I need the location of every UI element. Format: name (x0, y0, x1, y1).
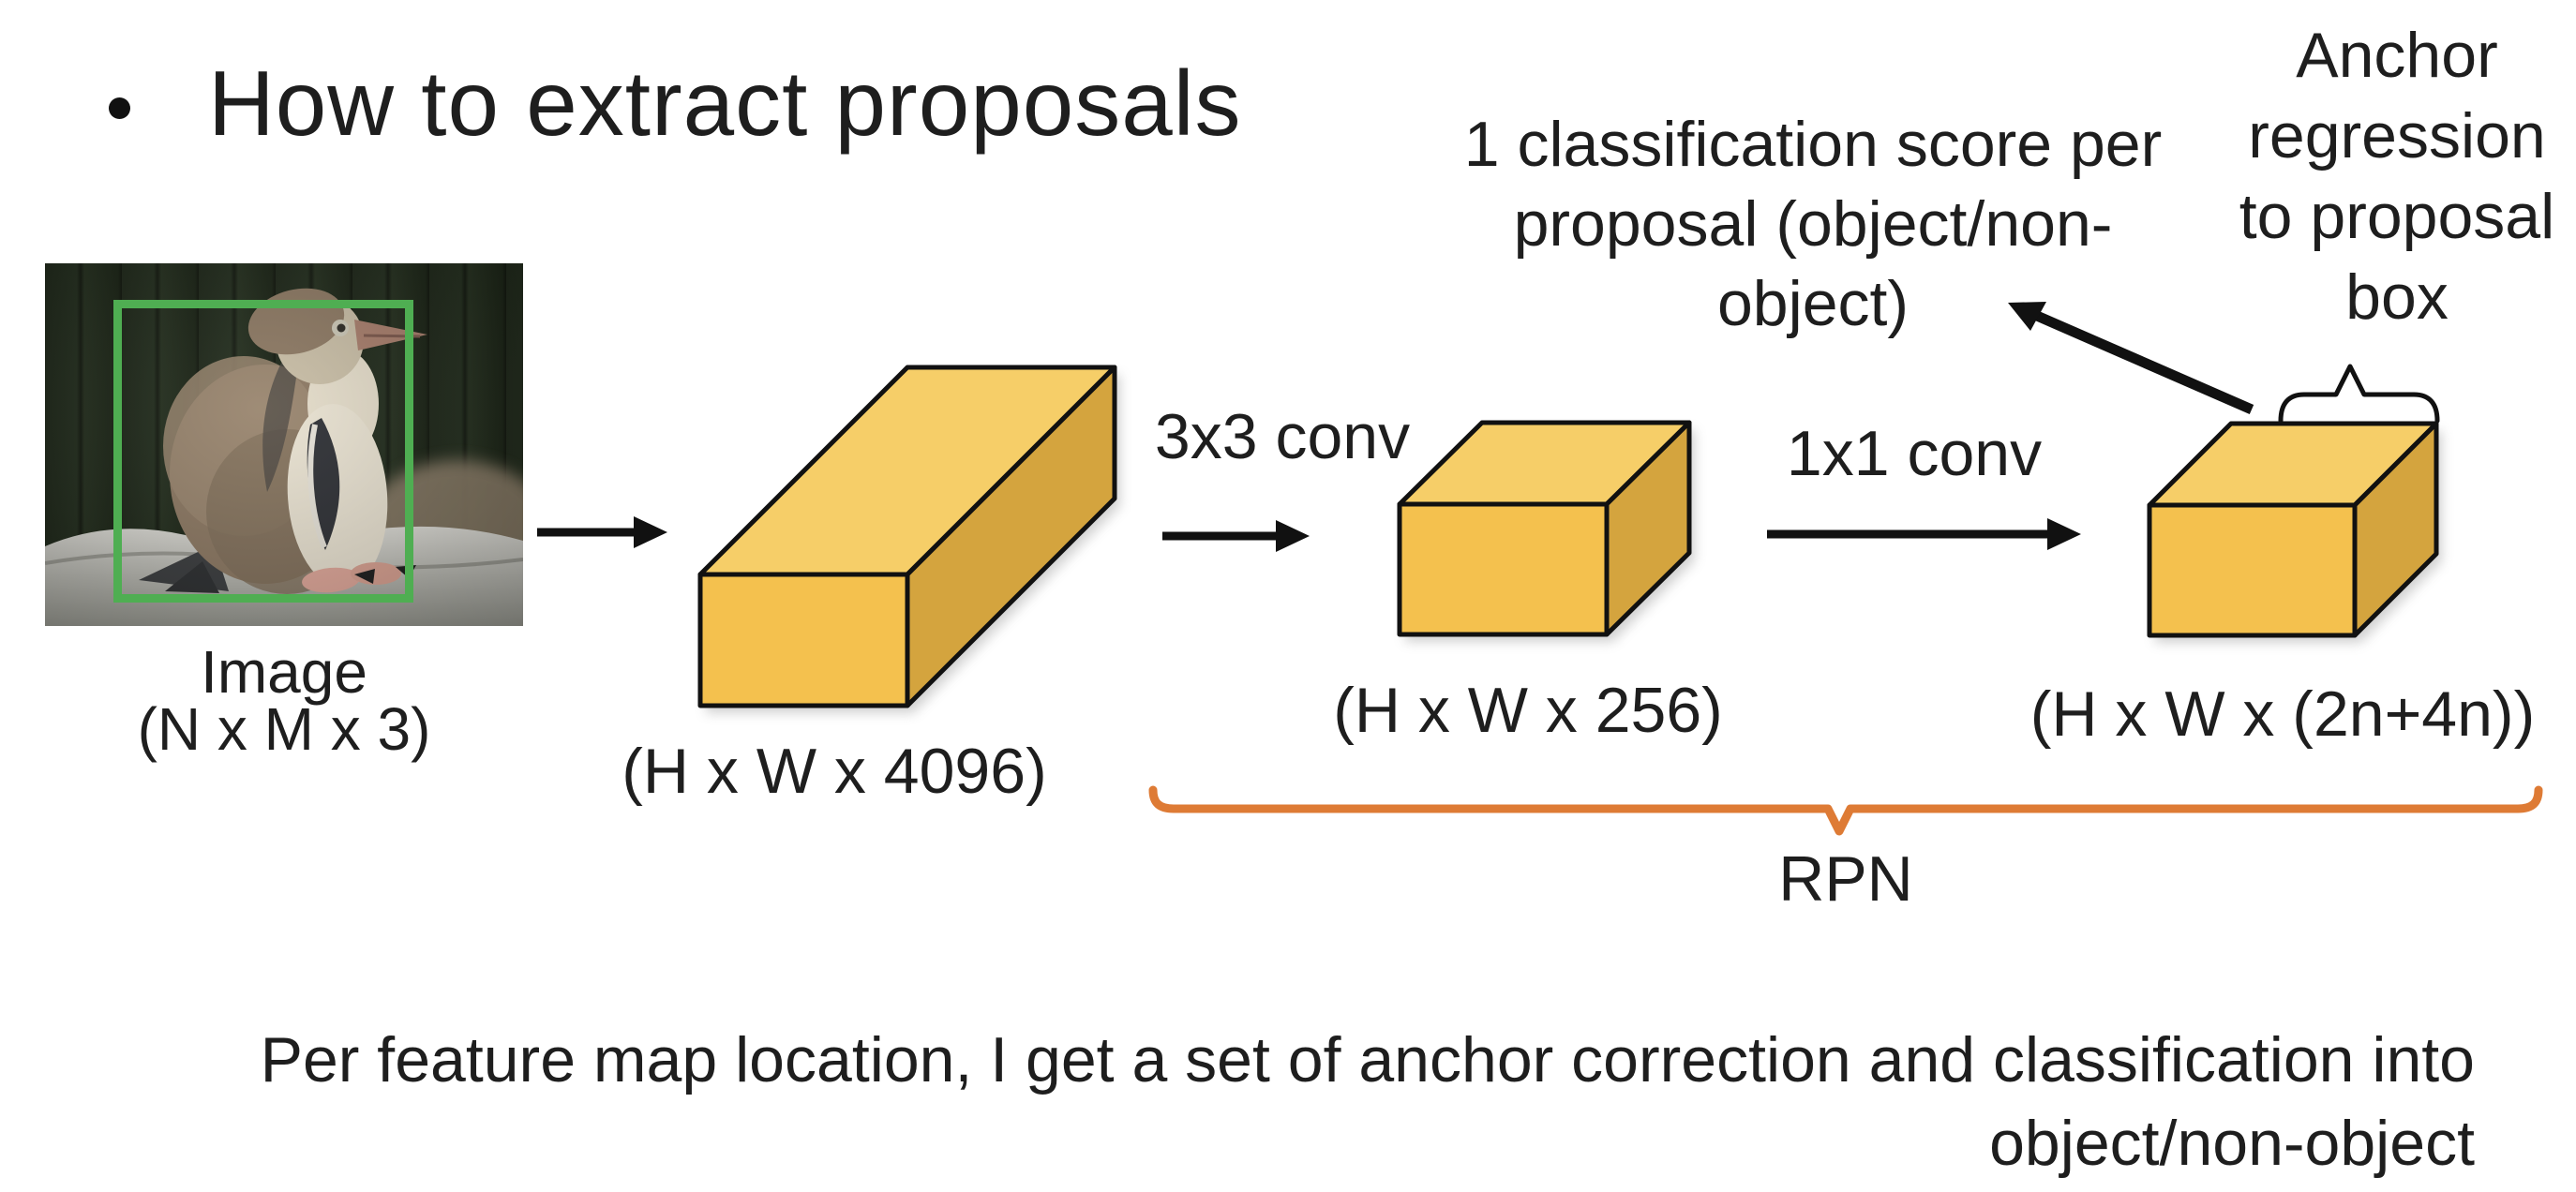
anchor-line3: to proposal (2239, 181, 2555, 252)
bullet-point-icon (109, 97, 130, 119)
footer-line2: object/non-object (1989, 1108, 2475, 1179)
classification-line3: object) (1716, 268, 1910, 339)
anchor-line4: box (2345, 261, 2449, 333)
footer-note: Per feature map location, I get a set of… (108, 1019, 2475, 1185)
conv2-label: 1x1 conv (1786, 418, 2043, 489)
feature-box-intermediate (1397, 420, 1692, 637)
rpn-brace (1148, 785, 2543, 836)
image-caption-line1: Image (201, 638, 367, 706)
feature-box-backbone (697, 365, 1117, 708)
photo-shading (45, 263, 523, 626)
conv1-label: 3x3 conv (1154, 401, 1411, 472)
feature-box-output (2147, 421, 2439, 638)
classification-arrow (2008, 302, 2254, 415)
ground-truth-bbox (113, 300, 413, 603)
flow-arrow-1 (537, 516, 667, 548)
rpn-label: RPN (1778, 843, 1913, 915)
output-label: (H x W x (2n+4n)) (2029, 678, 2536, 750)
anchor-line1: Anchor (2296, 20, 2498, 91)
image-caption: Image (N x M x 3) (137, 638, 431, 763)
flow-arrow-3 (1767, 518, 2081, 550)
classification-line1: 1 classification score per (1463, 109, 2163, 180)
anchor-line2: regression (2248, 100, 2546, 171)
input-image (45, 263, 523, 626)
classification-line2: proposal (object/non- (1513, 188, 2113, 260)
flow-arrow-2 (1162, 520, 1310, 552)
classification-annotation: 1 classification score per proposal (obj… (1464, 105, 2163, 344)
intermediate-label: (H x W x 256) (1333, 675, 1723, 746)
anchor-brace (2278, 364, 2440, 424)
anchor-regression-annotation: Anchor regression to proposal box (2239, 15, 2554, 337)
image-caption-line2: (N x M x 3) (137, 695, 431, 763)
footer-line1: Per feature map location, I get a set of… (260, 1024, 2475, 1095)
backbone-output-label: (H x W x 4096) (622, 736, 1047, 807)
page-title: How to extract proposals (208, 52, 1242, 155)
